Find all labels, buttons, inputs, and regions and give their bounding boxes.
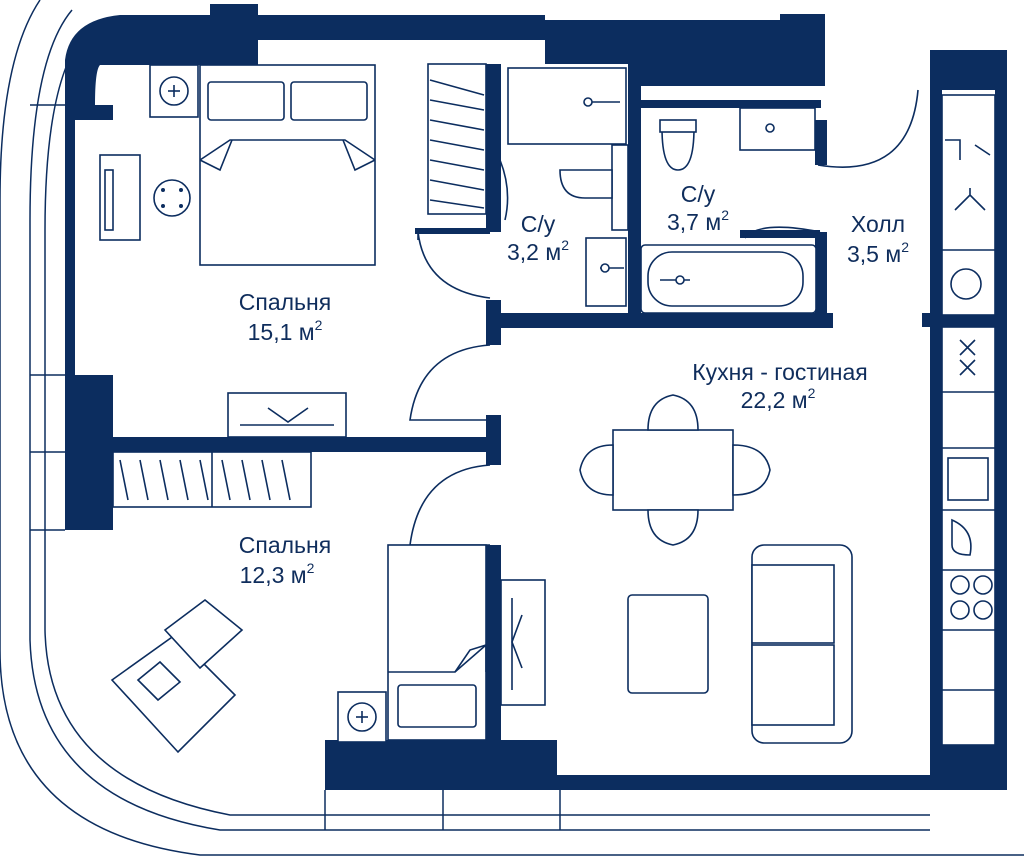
room-area: 22,2 (741, 387, 786, 413)
bathroom-2-fixtures (640, 107, 817, 314)
tv-stand-1 (227, 392, 347, 438)
room-unit: м (291, 562, 307, 588)
bed-single (387, 544, 487, 741)
room-area: 15,1 (248, 319, 293, 345)
hall-fixtures (941, 94, 996, 316)
room-label-hall: Холл 3,5 м2 (847, 211, 909, 267)
svg-text:22,2 м2: 22,2 м2 (741, 385, 816, 413)
room-label-bedroom-1: Спальня 15,1 м2 (239, 289, 331, 345)
room-unit-exponent: 2 (307, 560, 315, 576)
sofa (751, 544, 853, 744)
nightstand-lamp-1 (149, 64, 199, 118)
room-unit: м (545, 239, 561, 265)
room-area: 3,2 (507, 239, 539, 265)
room-name: Холл (851, 211, 905, 237)
desk-1 (99, 154, 191, 241)
room-area: 3,5 (847, 241, 879, 267)
room-unit-exponent: 2 (561, 237, 569, 253)
room-name: С/у (521, 211, 556, 237)
room-unit: м (792, 387, 808, 413)
wardrobe-1 (427, 63, 487, 215)
room-area: 3,7 (667, 209, 699, 235)
doors (409, 89, 919, 546)
svg-text:15,1 м2: 15,1 м2 (248, 317, 323, 345)
bathroom-1-fixtures (507, 67, 629, 307)
room-label-bathroom-1: С/у 3,2 м2 (507, 211, 569, 265)
room-label-bathroom-2: С/у 3,7 м2 (667, 181, 729, 235)
room-unit-exponent: 2 (721, 207, 729, 223)
room-unit: м (299, 319, 315, 345)
svg-text:3,5 м2: 3,5 м2 (847, 239, 909, 267)
room-name: Спальня (239, 289, 331, 315)
coffee-table (627, 594, 709, 694)
desk-2 (110, 598, 244, 754)
room-unit-exponent: 2 (901, 239, 909, 255)
svg-text:12,3 м2: 12,3 м2 (240, 560, 315, 588)
room-name: Кухня - гостиная (692, 359, 868, 385)
room-unit: м (705, 209, 721, 235)
walls (65, 4, 1007, 790)
kitchen-unit (941, 326, 996, 746)
svg-text:3,2 м2: 3,2 м2 (507, 237, 569, 265)
room-unit: м (885, 241, 901, 267)
room-label-kitchen-living: Кухня - гостиная 22,2 м2 (692, 359, 868, 413)
room-area: 12,3 (240, 562, 285, 588)
bed-double (199, 64, 376, 266)
room-name: Спальня (239, 532, 331, 558)
room-name: С/у (681, 181, 716, 207)
dining-table (579, 394, 771, 546)
svg-text:3,7 м2: 3,7 м2 (667, 207, 729, 235)
room-unit-exponent: 2 (315, 317, 323, 333)
wardrobe-2 (112, 451, 312, 508)
room-unit-exponent: 2 (808, 385, 816, 401)
room-label-bedroom-2: Спальня 12,3 м2 (239, 532, 331, 588)
tv-stand-2 (500, 579, 546, 706)
nightstand-lamp-2 (337, 691, 387, 743)
